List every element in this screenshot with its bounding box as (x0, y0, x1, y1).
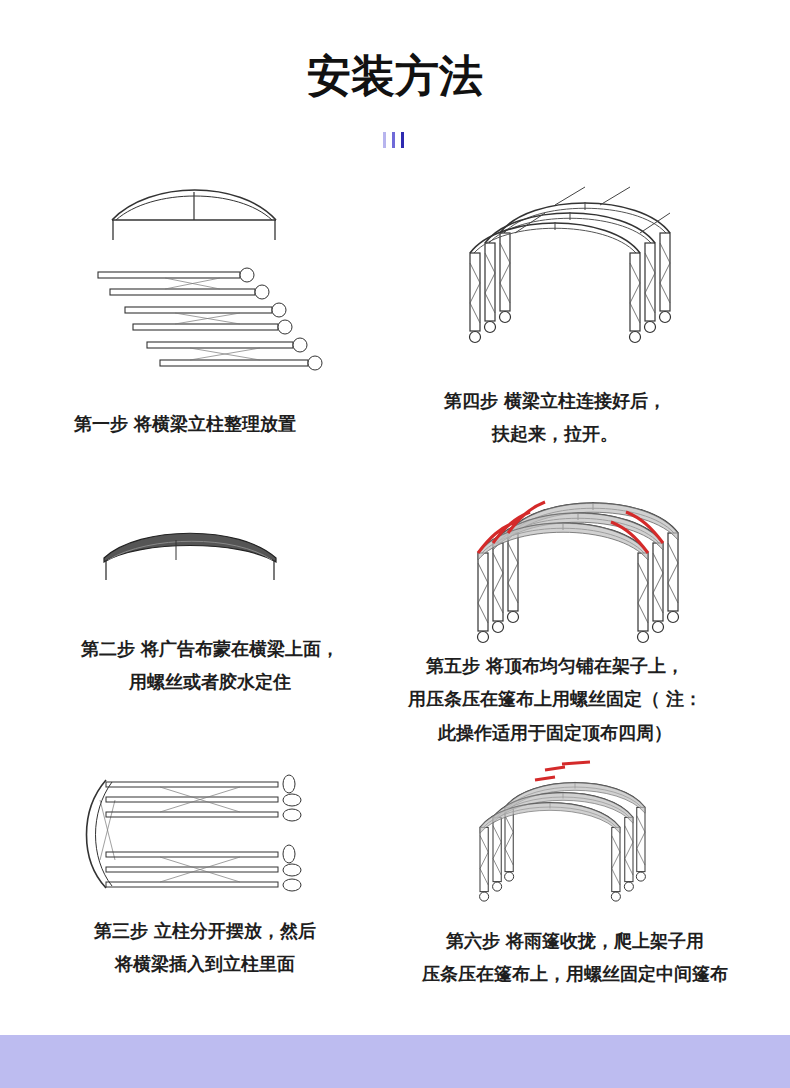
step2-cover (104, 533, 276, 580)
page-title: 安装方法 (307, 50, 483, 103)
step-caption: 第六步 将雨篷收拢，爬上架子用 压条压在篷布上，用螺丝固定中间篷布 (390, 924, 760, 991)
step4-frame (470, 187, 671, 343)
footer-band (0, 1035, 790, 1088)
step-caption: 第二步 将广告布蒙在横梁上面， 用螺丝或者胶水定住 (45, 632, 375, 699)
step6-frame (480, 762, 646, 901)
step-caption: 第五步 将顶布均匀铺在架子上， 用压条压在篷布上用螺丝固定（ 注：此操作适用于固… (390, 649, 720, 749)
title-ornament (383, 132, 404, 148)
step1-parts (98, 190, 322, 370)
step-caption: 第四步 横梁立柱连接好后， 扶起来，拉开。 (405, 384, 705, 451)
step3-parts (87, 775, 302, 891)
step-caption: 第三步 立柱分开摆放，然后 将横梁插入到立柱里面 (50, 914, 360, 981)
step-caption: 第一步 将横梁立柱整理放置 (35, 407, 335, 440)
step5-frame (478, 502, 679, 643)
